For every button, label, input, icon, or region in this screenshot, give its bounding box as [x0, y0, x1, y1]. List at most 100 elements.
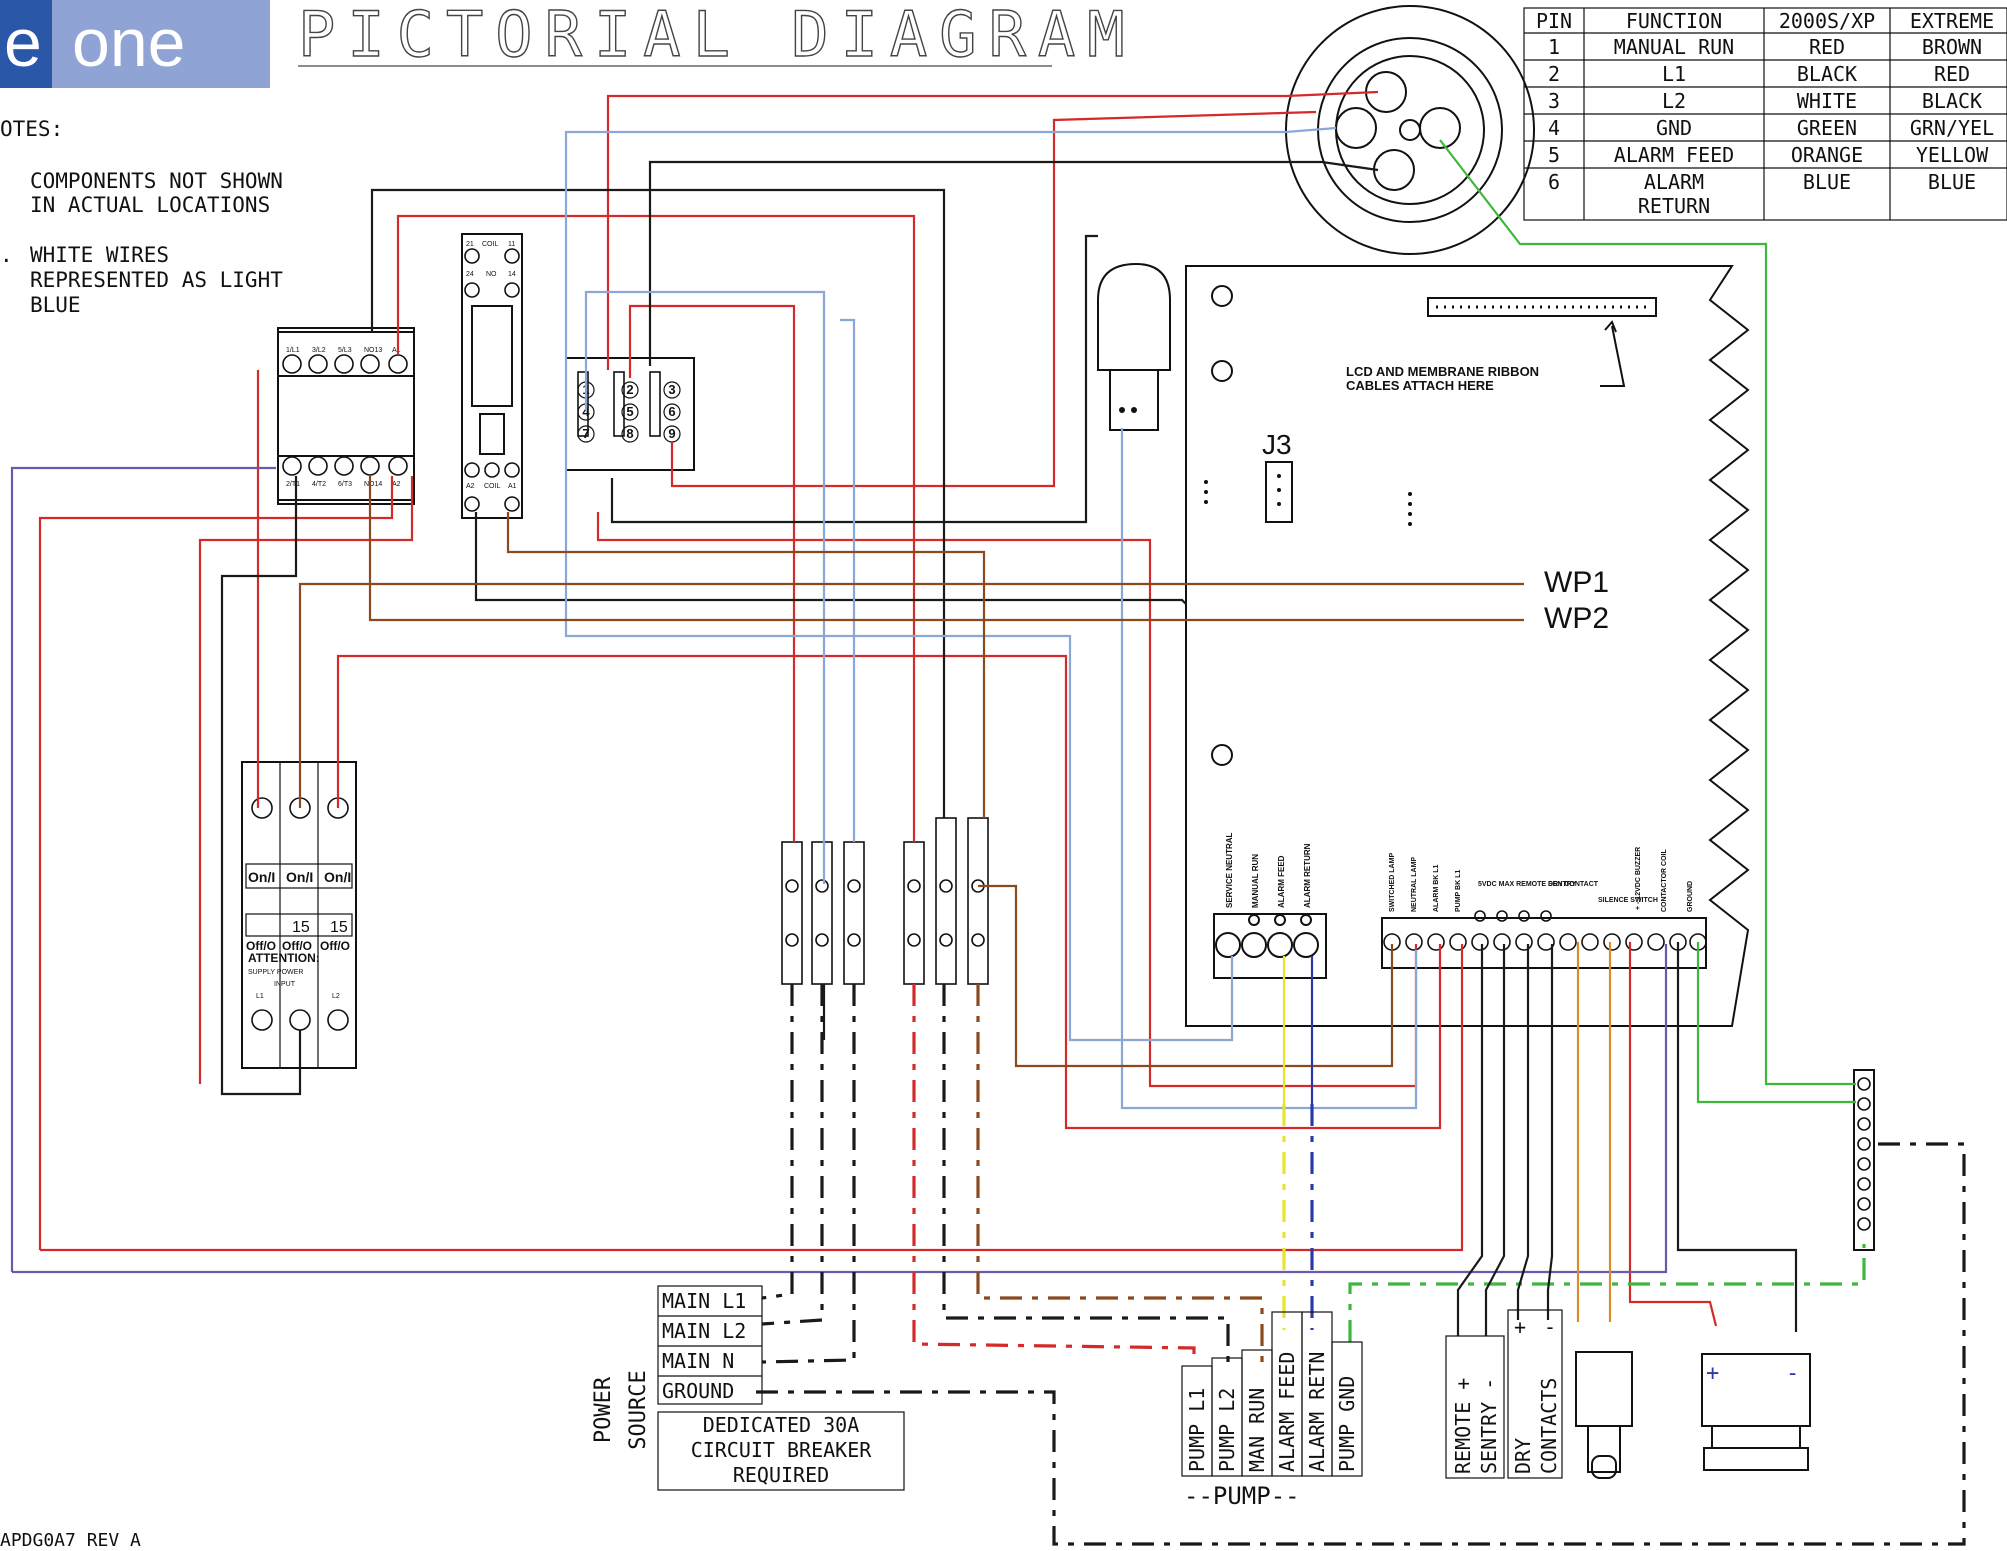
- pump-receptacle: [1285, 5, 1535, 255]
- function-cell: GND: [1656, 116, 1692, 140]
- relay-label: 14: [508, 271, 516, 278]
- extreme-color-cell: BLACK: [1922, 89, 1982, 113]
- board-terminal-block-left: SERVICE NEUTRAL MANUAL RUN ALARM FEED AL…: [1213, 832, 1327, 979]
- wire-lightblue: [840, 318, 856, 842]
- alarm-light: [1097, 262, 1171, 431]
- xp-color-cell: ORANGE: [1791, 143, 1863, 167]
- octal-pin: 9: [668, 426, 675, 441]
- terminal-screw[interactable]: [1241, 932, 1267, 958]
- relay-label: 24: [466, 271, 474, 278]
- contactor-label: 3/L2: [312, 347, 326, 354]
- terminal-label-remote-sentry: 5VDC MAX REMOTE SENTRY: [1478, 881, 1576, 888]
- terminal-label-dry-contact: DRY CONTACT: [1548, 881, 1599, 888]
- pin-table-header-extreme: EXTREME: [1910, 9, 1994, 33]
- wire-green: [1439, 139, 1856, 1086]
- octal-pin: 2: [626, 382, 633, 397]
- octal-pin: 6: [668, 404, 675, 419]
- power-source-label: SOURCE: [626, 1370, 651, 1449]
- terminal-label-buzzer: + - 12VDC BUZZER: [1635, 847, 1642, 910]
- buzzer-minus: -: [1786, 1361, 1799, 1386]
- wire-purple: [12, 944, 1668, 1274]
- relay-label: COIL: [482, 241, 498, 248]
- board-outline: [1185, 265, 1750, 1027]
- contactor-label: 6/T3: [338, 481, 352, 488]
- contactor-label: 1/L1: [286, 347, 300, 354]
- j3-connector[interactable]: [1265, 461, 1293, 523]
- wire-black: [220, 566, 302, 1096]
- wire-red: [38, 476, 394, 1250]
- wire-red: [628, 304, 796, 842]
- notes-heading: OTES:: [0, 117, 63, 141]
- contactor: 1/L1 3/L2 5/L3 NO13 A1 2/T1 4/T2 6/T3 NO…: [277, 327, 415, 505]
- pump-terminal: PUMP L1: [1185, 1388, 1209, 1472]
- relay-label: 21: [466, 241, 474, 248]
- wire-brown: [368, 476, 1524, 622]
- terminal-label-alarm-return: ALARM RETURN: [1303, 843, 1312, 908]
- wire-red: [396, 214, 916, 842]
- note-1-line-1: COMPONENTS NOT SHOWN: [30, 169, 283, 193]
- din-terminal: [903, 841, 925, 985]
- breaker-rating: 15: [292, 919, 310, 936]
- remote-sentry-label: REMOTE +: [1451, 1378, 1475, 1474]
- pin-table: PIN FUNCTION 2000S/XP EXTREME 1 MANUAL R…: [1523, 7, 2007, 221]
- field-wire-black: [761, 984, 856, 1364]
- wire-red: [606, 90, 1379, 370]
- terminal-label-ground: GROUND: [1687, 881, 1694, 912]
- field-wire-dry: [1546, 944, 1554, 1320]
- octal-pin: 8: [626, 426, 633, 441]
- terminal-screw[interactable]: [1267, 932, 1293, 958]
- wire-red: [670, 110, 1317, 488]
- function-cell: MANUAL RUN: [1614, 35, 1734, 59]
- xp-color-cell: WHITE: [1797, 89, 1857, 113]
- pin-table-header-2000sxp: 2000S/XP: [1779, 9, 1875, 33]
- wire-brown: [298, 582, 1524, 808]
- pin-table-header-pin: PIN: [1536, 9, 1572, 33]
- breaker-off-label: Off/O: [320, 939, 350, 953]
- wire-lightblue: [564, 126, 1337, 346]
- buzzer: + -: [1701, 1353, 1811, 1471]
- breaker-on-label: On/I: [248, 869, 275, 885]
- breaker-attention: ATTENTION:: [248, 951, 320, 965]
- receptacle-pin: [1335, 107, 1377, 149]
- breaker-rating: 15: [330, 919, 348, 936]
- din-terminal: [811, 841, 833, 985]
- octal-pin: 5: [626, 404, 633, 419]
- contactor-label: 2/T1: [286, 481, 300, 488]
- function-cell-line-2: RETURN: [1638, 194, 1710, 218]
- dry-contacts: + - DRY CONTACTS: [1507, 1309, 1563, 1479]
- field-wire-sentry: [1484, 944, 1506, 1336]
- breaker-supply: SUPPLY POWER: [248, 969, 303, 976]
- function-cell: L2: [1662, 89, 1686, 113]
- wire-lightblue: [564, 346, 1234, 1042]
- doc-code: APDG0A7 REV A: [0, 1530, 141, 1551]
- receptacle-pin: [1373, 149, 1415, 191]
- ground-bar: [1853, 1069, 1875, 1251]
- pin-cell: 1: [1548, 35, 1560, 59]
- terminal-screw[interactable]: [1293, 932, 1319, 958]
- terminal-label-pump-bk: PUMP BK L1: [1455, 870, 1462, 912]
- contactor-label: A1: [392, 347, 401, 354]
- contactor-label: 4/T2: [312, 481, 326, 488]
- contactor-label: A2: [392, 481, 401, 488]
- din-terminal: [781, 841, 803, 985]
- logo: e one: [0, 0, 270, 88]
- wire-red: [336, 654, 1442, 1130]
- pump-label: --PUMP--: [1184, 1482, 1300, 1510]
- pump-terminals: PUMP L1 PUMP L2 MAN RUN ALARM FEED ALARM…: [1181, 1311, 1363, 1510]
- breaker-l1: L1: [256, 993, 264, 1000]
- pump-terminal: PUMP L2: [1215, 1388, 1239, 1472]
- extreme-color-cell: RED: [1934, 62, 1970, 86]
- logo-light-block: [52, 0, 270, 88]
- pin-cell: 6: [1548, 170, 1560, 194]
- wire-purple: [10, 466, 276, 1272]
- terminal-label-contactor-coil: CONTACTOR COIL: [1661, 849, 1668, 912]
- field-wire-black: [761, 984, 794, 1300]
- field-wire-black: [761, 984, 824, 1326]
- terminal-screw[interactable]: [1215, 932, 1241, 958]
- contactor-label: NO13: [364, 347, 382, 354]
- control-board: LCD AND MEMBRANE RIBBON CABLES ATTACH HE…: [1185, 265, 1750, 1027]
- extreme-color-cell: GRN/YEL: [1910, 116, 1994, 140]
- function-cell: L1: [1662, 62, 1686, 86]
- contactor-label: NO14: [364, 481, 382, 488]
